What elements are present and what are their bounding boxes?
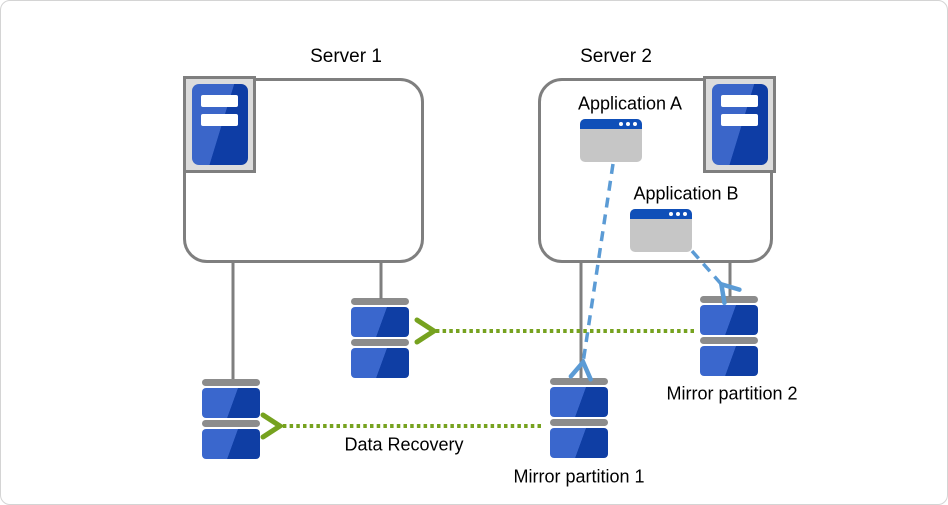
server-tower-icon — [191, 84, 248, 165]
application-b-label: Application B — [633, 183, 739, 204]
app-titlebar — [580, 119, 642, 129]
disk-cap — [700, 296, 758, 303]
disk-cap — [351, 298, 409, 305]
disk-platter — [550, 428, 608, 458]
disk-platter — [202, 429, 260, 459]
app-window-icon-a — [580, 119, 642, 162]
disk-cap — [202, 379, 260, 386]
disk-platter — [700, 305, 758, 335]
disk-platter — [550, 387, 608, 417]
disk-band — [202, 420, 260, 427]
disk-platter — [351, 307, 409, 337]
window-buttons-icon — [669, 212, 687, 216]
server-slot-icon — [200, 95, 238, 107]
mirror-partition-2-label: Mirror partition 2 — [666, 383, 798, 404]
disk-platter — [202, 388, 260, 418]
application-a-label: Application A — [577, 93, 683, 114]
disk-stack-icon-server1-right — [351, 298, 409, 380]
disk-platter — [700, 346, 758, 376]
server-slot-icon — [720, 114, 758, 126]
disk-platter — [351, 348, 409, 378]
server-slot-icon — [720, 95, 758, 107]
window-buttons-icon — [619, 122, 637, 126]
disk-band — [351, 339, 409, 346]
disk-stack-icon-mirror-partition-1 — [550, 378, 608, 460]
disk-band — [700, 337, 758, 344]
disk-band — [550, 419, 608, 426]
server1-frame — [183, 76, 256, 173]
disk-stack-icon-server1-left — [202, 379, 260, 461]
mirror-partition-1-label: Mirror partition 1 — [513, 466, 645, 487]
server-slot-icon — [200, 114, 238, 126]
app-window-icon-b — [630, 209, 692, 252]
data-recovery-label: Data Recovery — [344, 434, 464, 455]
disk-cap — [550, 378, 608, 385]
disk-stack-icon-mirror-partition-2 — [700, 296, 758, 378]
server2-frame — [703, 76, 776, 173]
server2-label: Server 2 — [580, 46, 652, 67]
app-titlebar — [630, 209, 692, 219]
server1-label: Server 1 — [310, 46, 382, 67]
server-tower-icon — [711, 84, 768, 165]
